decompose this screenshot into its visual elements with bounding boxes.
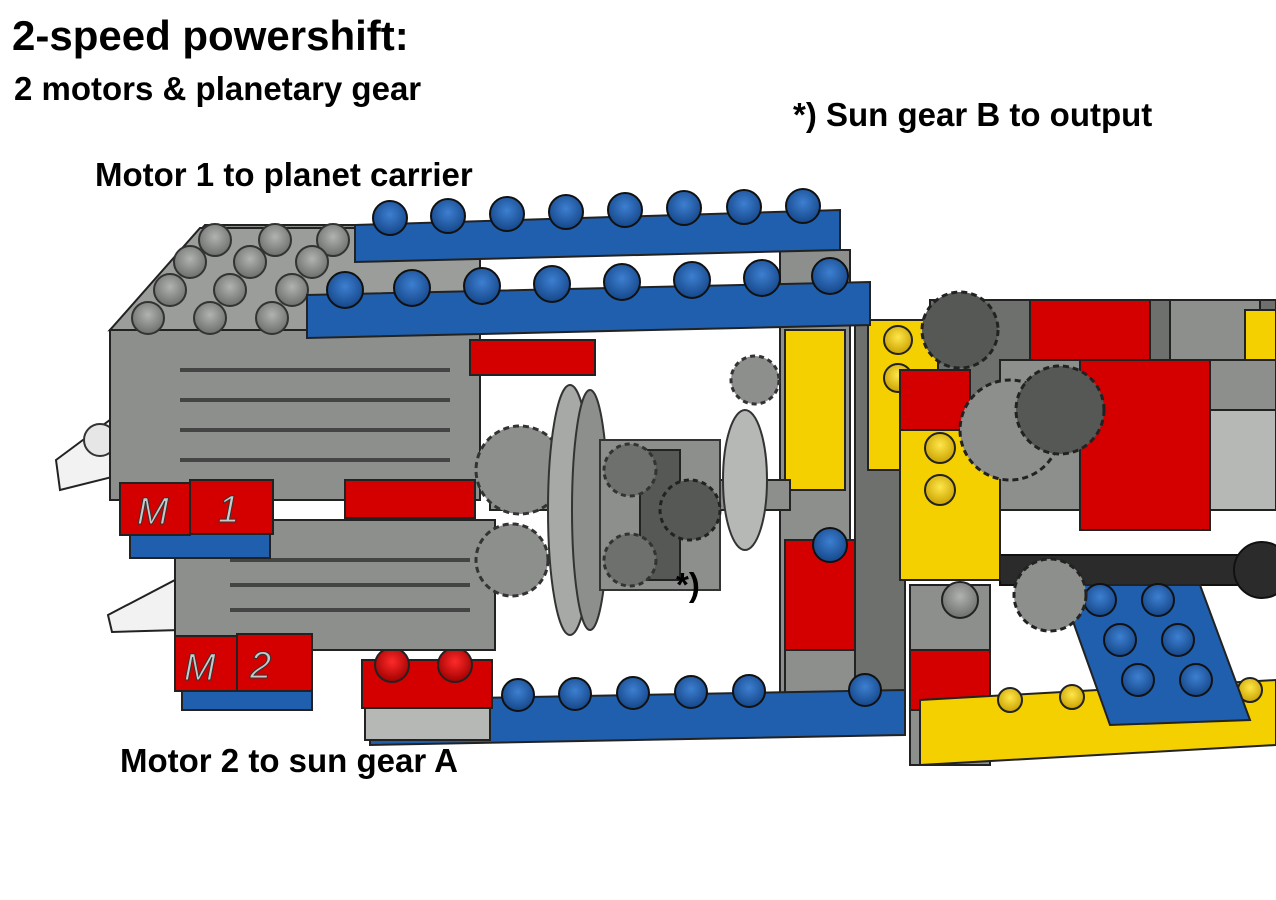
m1-tile-letter: M: [137, 491, 169, 533]
motor1-label: Motor 1 to planet carrier: [95, 156, 473, 193]
m2-tile: M 2: [174, 633, 313, 711]
red-brick-top: [469, 339, 596, 376]
m1-tile: M 1: [119, 479, 274, 559]
motor-1: [54, 223, 481, 501]
top-blue-beam-front: [306, 257, 871, 340]
output-shaft-assembly: [929, 299, 1276, 599]
planetary-gear-set: [474, 354, 791, 636]
motor2-label: Motor 2 to sun gear A: [120, 742, 458, 779]
sun-gear-b-label: *) Sun gear B to output: [793, 96, 1153, 133]
top-blue-beam-back: [354, 188, 841, 264]
m1-tile-number: 1: [218, 489, 239, 531]
bottom-plates: [361, 527, 1276, 767]
page-title: 2-speed powershift:: [12, 12, 409, 59]
m2-tile-number: 2: [249, 645, 271, 687]
red-brick-mid: [344, 479, 476, 519]
rear-gears: [920, 290, 1106, 633]
m2-tile-letter: M: [184, 647, 216, 689]
page-subtitle: 2 motors & planetary gear: [14, 70, 422, 107]
sun-gear-b-marker: *): [676, 566, 700, 603]
